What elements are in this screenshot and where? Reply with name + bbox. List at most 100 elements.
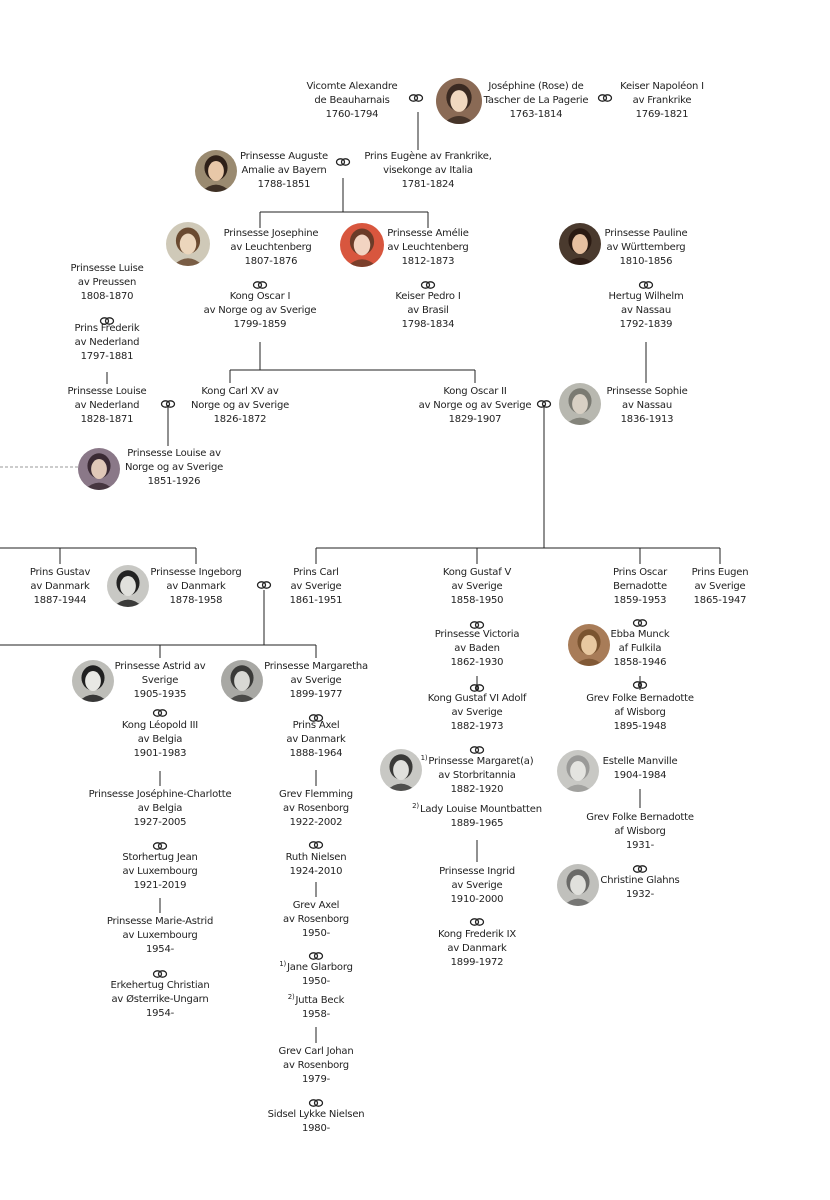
person-name-line: av Belgia (89, 802, 232, 816)
person-text: 1927-2005 (133, 817, 187, 828)
person-text: Sidsel Lykke Nielsen (267, 1109, 365, 1120)
marriage-order-marker: 1) (420, 753, 428, 762)
person-text: 1931- (625, 840, 655, 851)
person-name-line: Prins Eugène av Frankrike, (364, 150, 492, 164)
marriage-rings-icon (256, 575, 272, 589)
person-name-line: Kong Gustaf V (443, 566, 512, 580)
person-years: 1882-1920 (421, 783, 534, 797)
person-text: Amalie av Bayern (241, 165, 327, 176)
person-text: 1980- (301, 1123, 331, 1134)
person-text: av Frankrike (632, 95, 692, 106)
person-text: visekonge av Italia (383, 165, 473, 176)
person-name-line: av Sverige (428, 706, 527, 720)
person-text: av Brasil (407, 305, 449, 316)
person-years: 1899-1972 (438, 956, 516, 970)
person-name-line: Kong Frederik IX (438, 928, 516, 942)
person-years: 1829-1907 (419, 413, 532, 427)
person-name-line: Prinsesse Margaretha (264, 660, 368, 674)
person-name-line: Ruth Nielsen (286, 851, 347, 865)
person-name-line: av Nassau (606, 399, 687, 413)
portrait-louise-ns (78, 448, 120, 490)
person-sidsel: Sidsel Lykke Nielsen 1980- (268, 1108, 365, 1136)
marriage-rings-icon (469, 615, 485, 629)
person-years: 1828-1871 (68, 413, 147, 427)
person-text: 1910-2000 (450, 894, 504, 905)
marriage-rings-icon (152, 836, 168, 850)
person-text: av Danmark (447, 943, 507, 954)
person-name-line: av Luxembourg (107, 929, 213, 943)
person-years: 1905-1935 (115, 688, 206, 702)
person-text: av Rosenborg (283, 1060, 349, 1071)
marriage-rings-icon (469, 678, 485, 692)
person-years: 1858-1946 (611, 656, 670, 670)
person-text: av Nederland (74, 337, 140, 348)
person-text: 1878-1958 (169, 595, 223, 606)
person-name-line: Prinsesse Louise av (125, 447, 223, 461)
person-text: Sverige (141, 675, 179, 686)
marriage-rings-icon (632, 613, 648, 627)
person-text: 1887-1944 (33, 595, 87, 606)
person-text: 1799-1859 (233, 319, 287, 330)
person-text: 1763-1814 (509, 109, 563, 120)
person-name-line: av Sverige (443, 580, 511, 594)
marriage-rings-icon (335, 152, 351, 166)
person-text: de Beauharnais (314, 95, 390, 106)
person-name-line: Kong Oscar I (204, 290, 317, 304)
person-text: av Rosenborg (283, 914, 349, 925)
person-name-line: av Danmark (286, 733, 345, 747)
portrait-estelle (557, 750, 599, 792)
person-name-line: Christine Glahns (600, 874, 679, 888)
marriage-rings-icon (632, 859, 648, 873)
person-name-line: av Nederland (75, 336, 140, 350)
person-text: av Luxembourg (122, 930, 198, 941)
person-text: Prins Oscar (612, 567, 668, 578)
person-name-line: Sverige (115, 674, 206, 688)
person-text: Vicomte Alexandre (306, 81, 398, 92)
person-years: 1798-1834 (395, 318, 460, 332)
person-name-line: Grev Folke Bernadotte (586, 692, 694, 706)
person-text: av Danmark (286, 734, 346, 745)
person-text: Kong Frederik IX (437, 929, 517, 940)
person-name-line: Grev Carl Johan (279, 1045, 354, 1059)
person-name-line: av Norge og av Sverige (204, 304, 317, 318)
portrait-ingeborg (107, 565, 149, 607)
person-name-line: Prinsesse Ingeborg (150, 566, 241, 580)
person-text: av Østerrike-Ungarn (111, 994, 209, 1005)
person-text: 1858-1950 (450, 595, 504, 606)
person-years: 1927-2005 (89, 816, 232, 830)
person-text: av Sverige (290, 581, 342, 592)
person-text: 1924-2010 (289, 866, 343, 877)
person-years: 1921-2019 (122, 879, 197, 893)
person-text: 1932- (625, 889, 655, 900)
person-text: Prinsesse Louise av (127, 448, 221, 459)
portrait-auguste (195, 150, 237, 192)
person-name-line: Amalie av Bayern (240, 164, 328, 178)
person-text: av Luxembourg (122, 866, 198, 877)
person-text: Prins Eugen (691, 567, 749, 578)
person-text: Prins Axel (292, 720, 340, 731)
person-text: av Baden (454, 643, 500, 654)
portrait-josephine-l (166, 222, 210, 266)
person-name-line: av Baden (435, 642, 520, 656)
person-years: 1865-1947 (692, 594, 749, 608)
person-text: av Württemberg (606, 242, 686, 253)
person-text: Grev Folke Bernadotte (586, 693, 694, 704)
person-text: 1798-1834 (401, 319, 455, 330)
person-text: Erkehertug Christian (110, 980, 210, 991)
person-years: 1763-1814 (484, 108, 589, 122)
person-name-line: Hertug Wilhelm (608, 290, 683, 304)
person-name-line: 2)Jutta Beck (288, 993, 345, 1008)
person-name-line: af Wisborg (586, 706, 694, 720)
